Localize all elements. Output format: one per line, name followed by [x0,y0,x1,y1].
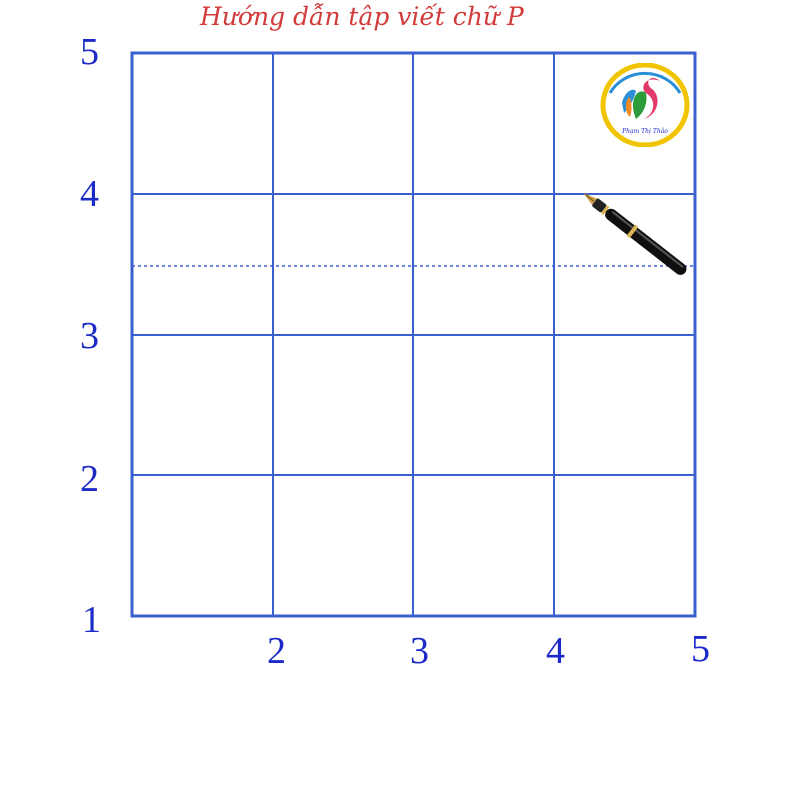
y-label-5: 5 [80,31,99,73]
logo-text: Phạm Thị Thảo [621,128,668,135]
y-label-4: 4 [80,173,99,215]
x-label-2: 2 [267,630,286,672]
x-label-4: 4 [546,630,565,672]
y-label-1: 1 [82,599,101,641]
x-label-5: 5 [691,628,710,670]
fountain-pen-icon [583,193,687,275]
page-title: Hướng dẫn tập viết chữ P [200,2,524,31]
y-label-3: 3 [80,315,99,357]
swan-leaf-logo-icon: Phạm Thị Thảo [600,63,690,147]
x-label-3: 3 [410,630,429,672]
svg-text:Phạm Thị Thảo: Phạm Thị Thảo [621,128,668,135]
y-label-2: 2 [80,458,99,500]
